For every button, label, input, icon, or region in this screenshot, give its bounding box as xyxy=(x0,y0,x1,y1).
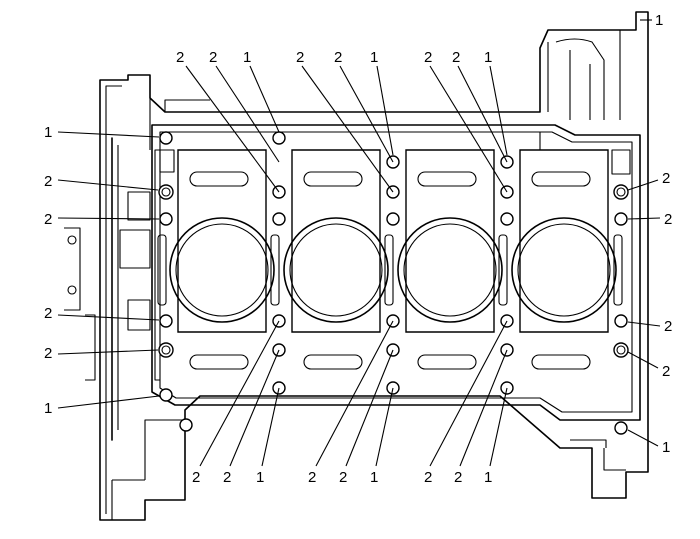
callout-bottom-1: 1 xyxy=(484,469,492,486)
cylinder-4 xyxy=(511,149,617,333)
callout-right-1: 1 xyxy=(662,439,670,456)
callout-bottom-2: 2 xyxy=(454,469,462,486)
callout-left-2: 2 xyxy=(44,173,52,190)
callout-right-2: 2 xyxy=(662,363,670,380)
bolt-holes-2 xyxy=(158,184,629,358)
callout-bottom-2: 2 xyxy=(223,469,231,486)
callout-top-1: 1 xyxy=(370,49,378,66)
cylinder-1 xyxy=(169,149,275,333)
callout-top-right-1: 1 xyxy=(655,12,663,29)
cylinder-bores xyxy=(169,149,617,333)
cylinder-3 xyxy=(397,149,503,333)
callout-top-2: 2 xyxy=(452,49,460,66)
callout-top-2: 2 xyxy=(424,49,432,66)
callout-right-2: 2 xyxy=(664,318,672,335)
leader-lines xyxy=(57,19,661,467)
callout-bottom-1: 1 xyxy=(256,469,264,486)
callout-left-2: 2 xyxy=(44,345,52,362)
callout-bottom-1: 1 xyxy=(370,469,378,486)
callout-top-1: 1 xyxy=(484,49,492,66)
callout-top-1: 1 xyxy=(243,49,251,66)
left-side-flange xyxy=(64,137,151,441)
callout-left-1: 1 xyxy=(44,400,52,417)
coolant-passages xyxy=(157,149,631,370)
callout-top-2: 2 xyxy=(209,49,217,66)
block-outline xyxy=(99,11,649,521)
callout-bottom-2: 2 xyxy=(339,469,347,486)
callout-left-2: 2 xyxy=(44,211,52,228)
callout-left-1: 1 xyxy=(44,124,52,141)
callout-bottom-2: 2 xyxy=(308,469,316,486)
callout-top-2: 2 xyxy=(176,49,184,66)
callout-labels: 2 2 1 2 2 1 2 2 1 1 1 2 2 2 2 1 2 2 2 2 … xyxy=(44,12,672,486)
cylinder-2 xyxy=(283,149,389,333)
callout-top-2: 2 xyxy=(334,49,342,66)
callout-right-2: 2 xyxy=(662,170,670,187)
callout-top-2: 2 xyxy=(296,49,304,66)
callout-left-2: 2 xyxy=(44,305,52,322)
callout-right-2: 2 xyxy=(664,211,672,228)
callout-bottom-2: 2 xyxy=(424,469,432,486)
callout-bottom-2: 2 xyxy=(192,469,200,486)
